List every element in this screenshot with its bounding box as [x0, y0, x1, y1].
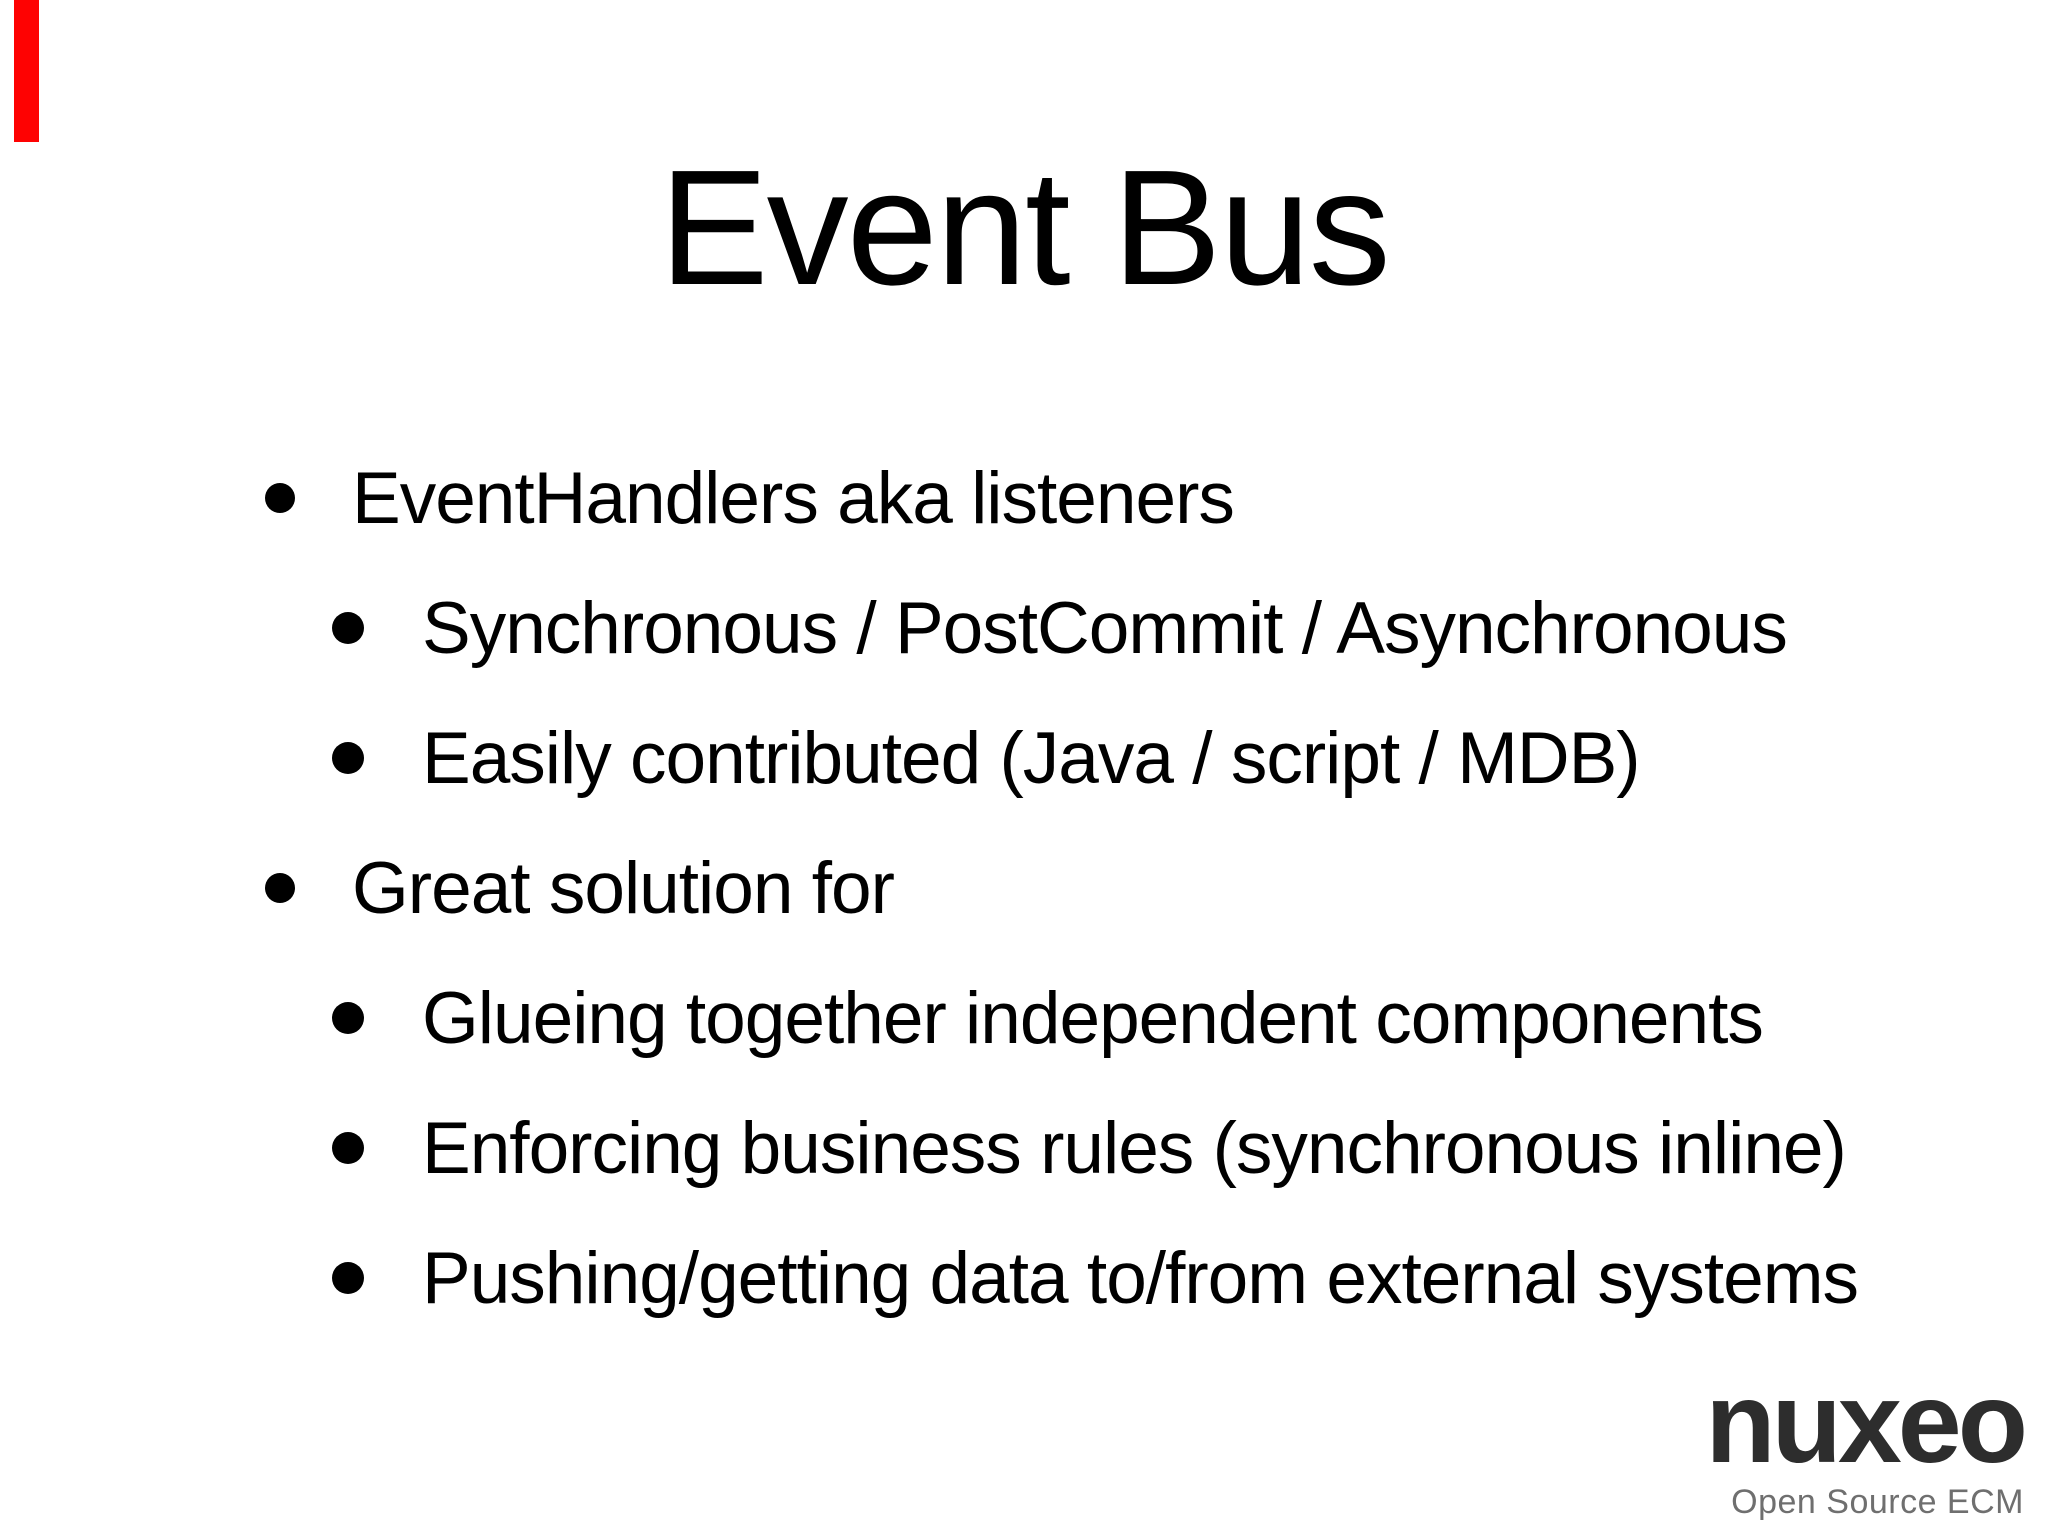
bullet-dot-icon — [332, 612, 364, 644]
bullet-dot-icon — [332, 1262, 364, 1294]
bullet-dot-icon — [265, 873, 295, 903]
bullet-dot-icon — [265, 483, 295, 513]
bullet-row: Great solution for — [0, 823, 2048, 953]
bullet-text: EventHandlers aka listeners — [352, 457, 1235, 539]
slide-title: Event Bus — [659, 136, 1391, 319]
bullet-text: Glueing together independent components — [422, 977, 1764, 1059]
bullet-text: Easily contributed (Java / script / MDB) — [422, 717, 1641, 799]
red-corner-mark — [14, 0, 39, 142]
bullet-text: Synchronous / PostCommit / Asynchronous — [422, 587, 1788, 669]
nuxeo-logo-wordmark: nuxeo — [1705, 1359, 2028, 1487]
nuxeo-logo-tagline: Open Source ECM — [1731, 1483, 2024, 1521]
bullet-text: Pushing/getting data to/from external sy… — [422, 1237, 1859, 1319]
nuxeo-logo: nuxeo Open Source ECM — [1705, 1359, 2028, 1522]
bullet-dot-icon — [332, 1002, 364, 1034]
bullet-row: EventHandlers aka listeners — [0, 433, 2048, 563]
bullet-text: Enforcing business rules (synchronous in… — [422, 1107, 1847, 1189]
bullet-row: Enforcing business rules (synchronous in… — [0, 1083, 2048, 1213]
bullet-dot-icon — [332, 1132, 364, 1164]
bullet-row: Easily contributed (Java / script / MDB) — [0, 693, 2048, 823]
bullet-row: Pushing/getting data to/from external sy… — [0, 1213, 2048, 1343]
bullet-text: Great solution for — [352, 847, 895, 929]
bullet-dot-icon — [332, 742, 364, 774]
bullet-row: Glueing together independent components — [0, 953, 2048, 1083]
bullet-row: Synchronous / PostCommit / Asynchronous — [0, 563, 2048, 693]
